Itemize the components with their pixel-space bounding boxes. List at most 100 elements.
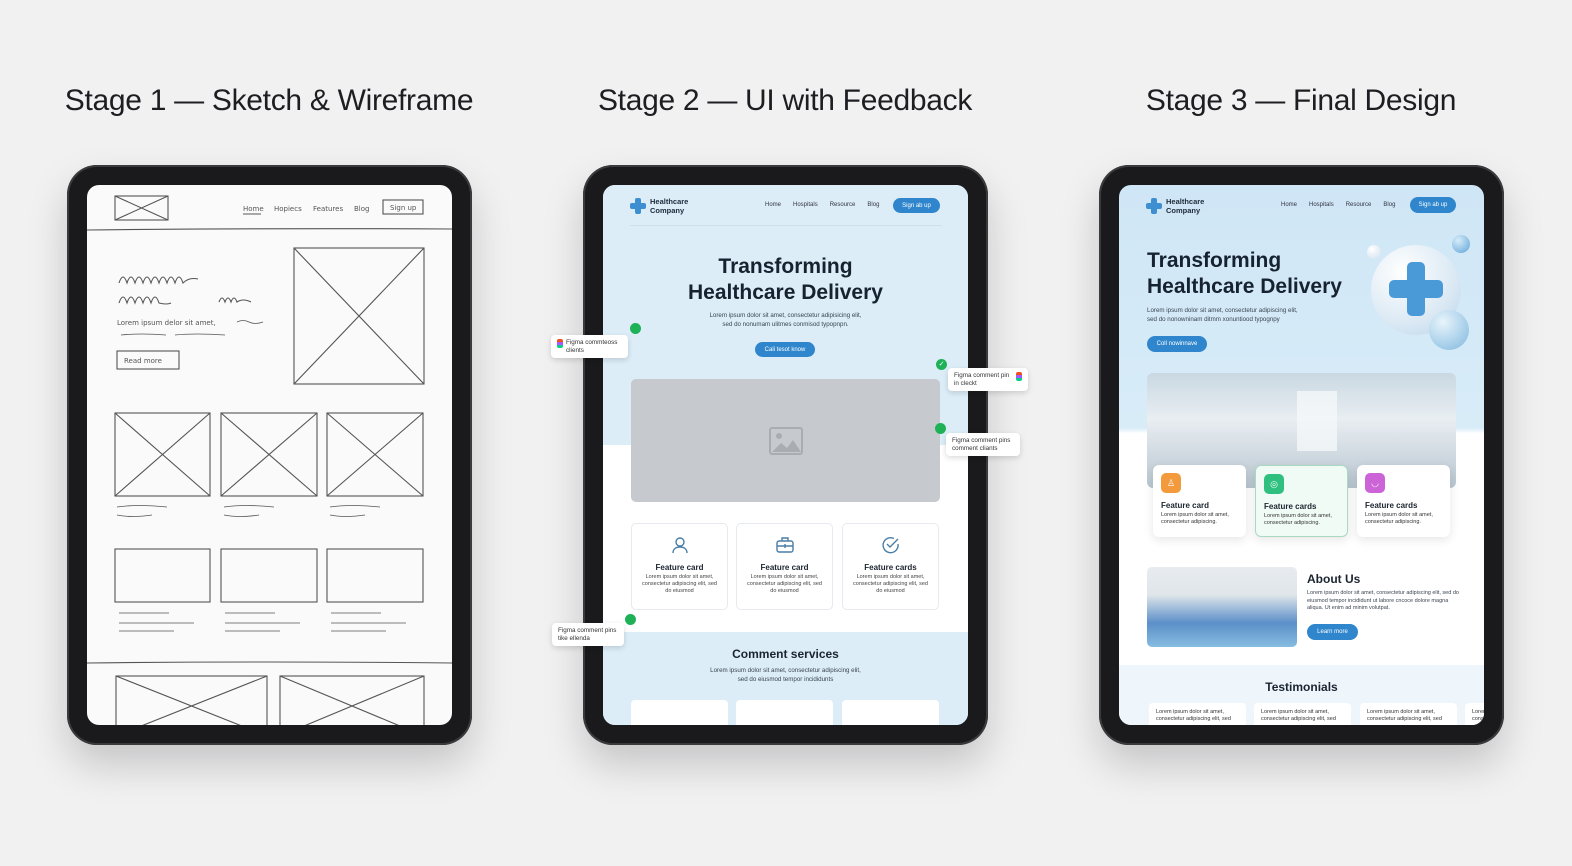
figma-icon [1016,372,1022,381]
feature-card[interactable]: Feature card Lorem ipsum dolor sit amet,… [631,523,728,610]
cta-button[interactable]: Cali tesot know [755,342,815,357]
nav-item[interactable]: Home [243,205,264,213]
section-desc-line: sed do eiusmod tempor incididunts [737,676,834,683]
comment-text: Figma comment pin in cleckt [954,372,1010,387]
hero-subtitle: Lorem ipsum dolor sit amet, consectetur … [1147,306,1298,324]
logo-line-2: Company [650,206,685,215]
heading-squiggle [118,296,252,305]
nav-home[interactable]: Home [765,202,782,208]
stage-2-title: Stage 2 — UI with Feedback [597,84,973,117]
wireframe-screen: Home Hopiecs Features Blog Sign up Lorem… [87,185,452,725]
comment-text: Figma commteoss clients [566,339,618,354]
feature-card[interactable]: ♙ Feature card Lorem ipsum dolor sit ame… [1153,465,1246,537]
read-more-button-sketch[interactable] [116,350,180,370]
hero-title-line: Healthcare Delivery [1147,275,1342,298]
image-placeholder-row [114,412,424,517]
nav-item[interactable]: Features [313,205,343,213]
comment-pin[interactable] [625,614,636,625]
stage-3-title: Stage 3 — Final Design [1145,84,1457,117]
nav-item[interactable]: Hopiecs [274,205,302,213]
nav-hospitals[interactable]: Hospitals [793,202,818,208]
testimonial-card[interactable]: Lorem ipsum dolor sit amet, consectetur … [1254,703,1351,725]
logo-line-1: Healthcare [1166,197,1205,206]
image-icon [768,426,803,455]
person-icon: ♙ [1161,473,1181,493]
feature-desc: Lorem ipsum dolor sit amet, consectetur … [747,574,822,594]
hero-title-line: Transforming [1147,249,1282,272]
feature-card[interactable]: Feature cards Lorem ipsum dolor sit amet… [842,523,939,610]
signup-button[interactable]: Sign ab up [893,198,940,213]
service-card[interactable] [842,700,939,725]
shield-icon: ◡ [1365,473,1385,493]
main-nav: Home Hospitals Resource Blog [765,202,879,208]
main-nav: Home Hospitals Resource Blog [1281,202,1395,208]
logo-line-2: Company [1166,206,1201,215]
nav-blog[interactable]: Blog [867,202,880,208]
nav-item[interactable]: Blog [354,205,369,213]
corridor-light [1297,391,1337,451]
tablet-stage-1: Home Hopiecs Features Blog Sign up Lorem… [67,165,472,745]
stage-1-title: Stage 1 — Sketch & Wireframe [64,84,474,117]
comment-pin[interactable] [935,423,946,434]
medical-cross-icon [1146,198,1162,214]
cross-bar [1389,280,1443,298]
hero-title: Transforming Healthcare Delivery [1147,248,1342,300]
hero-subtitle-line: Lorem ipsum dolor sit amet, consectetur … [709,312,862,319]
comment-text: Figma comment pins comment cliants [952,437,1011,452]
feature-title: Feature cards [1365,501,1418,510]
heading-squiggle [118,276,199,285]
feature-title: Feature card [655,563,704,572]
service-card[interactable] [736,700,833,725]
testimonial-card[interactable]: Lorem ipsum dolor sit amet, consectetur … [1465,703,1484,725]
comment-pin-resolved[interactable]: ✓ [936,359,947,370]
feature-title: Feature cards [1264,502,1317,511]
comment-bubble[interactable]: Figma comment pins comment cliants [946,433,1020,456]
feature-card-selected[interactable]: ◎ Feature cards Lorem ipsum dolor sit am… [1255,465,1348,537]
logo-line-1: Healthcare [650,197,689,206]
feature-desc: Lorem ipsum dolor sit amet, consectetur … [1161,512,1229,525]
read-more-label: Read more [124,357,162,365]
briefcase-icon [775,537,794,553]
feature-title: Feature cards [864,563,917,572]
medical-cross-icon [630,198,646,214]
service-card[interactable] [631,700,728,725]
nav-blog[interactable]: Blog [1383,202,1396,208]
hero-subtitle-line: sed do nonowninam ditmm xonuntiood typog… [1147,316,1280,323]
section-title: Comment services [732,647,839,661]
figma-icon [557,339,563,348]
hero-subtitle: Lorem ipsum dolor sit amet, consectetur … [603,311,968,329]
comment-bubble[interactable]: Figma comment pins tike ellenda [552,623,624,646]
feature-card[interactable]: ◡ Feature cards Lorem ipsum dolor sit am… [1357,465,1450,537]
comment-bubble[interactable]: Figma commteoss clients [551,335,628,358]
sphere-decoration [1367,245,1381,259]
nav-resource[interactable]: Resource [829,202,856,208]
check-circle-icon [881,537,899,554]
cta-button[interactable]: Coll nowinnave [1147,336,1207,352]
hero-title-line: Transforming [718,255,853,278]
testimonial-card[interactable]: Lorem ipsum dolor sit amet, consectetur … [1149,703,1246,725]
learn-more-button[interactable]: Learn more [1307,624,1358,640]
testimonial-card[interactable]: Lorem ipsum dolor sit amet, consectetur … [1360,703,1457,725]
header-divider [630,225,942,226]
signup-button-sketch[interactable] [382,199,424,215]
user-icon [671,537,688,554]
nav-resource[interactable]: Resource [1345,202,1372,208]
comment-bubble[interactable]: Figma comment pin in cleckt [948,368,1028,391]
comment-pin[interactable] [630,323,641,334]
feature-card[interactable]: Feature card Lorem ipsum dolor sit amet,… [736,523,833,610]
section-desc-line: Lorem ipsum dolor sit amet, consectetur … [710,667,861,674]
comment-text: Figma comment pins tike ellenda [558,627,617,642]
hero-subtitle-line: sed do nonumam ulitmes conmisod typopnpn… [722,321,849,328]
check-icon: ✓ [938,361,945,368]
hero-subtitle-line: Lorem ipsum dolor sit amet, consectetur … [1147,307,1298,314]
feature-desc: Lorem ipsum dolor sit amet, consectetur … [853,574,928,594]
nav-home[interactable]: Home [1281,202,1298,208]
signup-button[interactable]: Sign ab up [1410,197,1456,213]
card-placeholder-row [114,548,424,632]
nav-hospitals[interactable]: Hospitals [1309,202,1334,208]
